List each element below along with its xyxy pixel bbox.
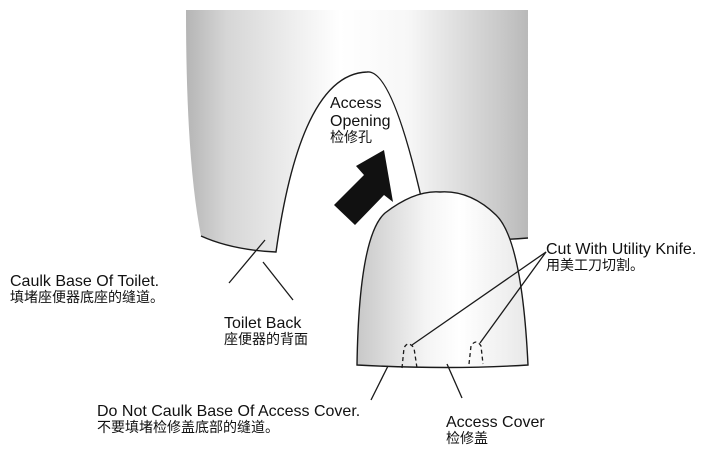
label-do-not-caulk: Do Not Caulk Base Of Access Cover. 不要填堵检… (97, 403, 360, 437)
label-caulk-base: Caulk Base Of Toilet. 填堵座便器底座的缝道。 (10, 273, 164, 307)
leader-toilet-back (262, 261, 294, 301)
label-cut-with-knife-en: Cut With Utility Knife. (546, 241, 697, 258)
label-access-cover-zh: 检修盖 (446, 430, 488, 447)
leader-caulk-base (228, 239, 266, 284)
cut-mark-right (468, 341, 484, 365)
label-caulk-base-zh: 填堵座便器底座的缝道。 (10, 289, 164, 306)
insert-arrow (334, 150, 393, 225)
label-access-opening-en-1: Access (330, 95, 382, 112)
label-toilet-back-zh: 座便器的背面 (224, 331, 308, 348)
leader-cut-left (411, 251, 547, 346)
leader-do-not-caulk (370, 365, 389, 401)
access-cover-body (356, 191, 529, 369)
label-cut-with-knife: Cut With Utility Knife. 用美工刀切割。 (546, 241, 696, 275)
label-access-opening-zh: 检修孔 (330, 129, 372, 146)
label-access-cover-en: Access Cover (446, 414, 545, 431)
label-do-not-caulk-zh: 不要填堵检修盖底部的缝道。 (97, 419, 279, 436)
label-toilet-back: Toilet Back 座便器的背面 (224, 315, 308, 349)
leader-cut-right (479, 251, 547, 344)
leader-access-cover (446, 363, 463, 399)
leader-lines (228, 239, 547, 401)
label-do-not-caulk-en: Do Not Caulk Base Of Access Cover. (97, 403, 361, 420)
label-access-opening: Access Opening 检修孔 (330, 95, 391, 146)
label-access-cover: Access Cover 检修盖 (446, 414, 545, 448)
label-caulk-base-en: Caulk Base Of Toilet. (10, 273, 160, 290)
label-cut-with-knife-zh: 用美工刀切割。 (546, 257, 644, 274)
label-toilet-back-en: Toilet Back (224, 315, 302, 332)
label-access-opening-en-2: Opening (330, 112, 391, 130)
